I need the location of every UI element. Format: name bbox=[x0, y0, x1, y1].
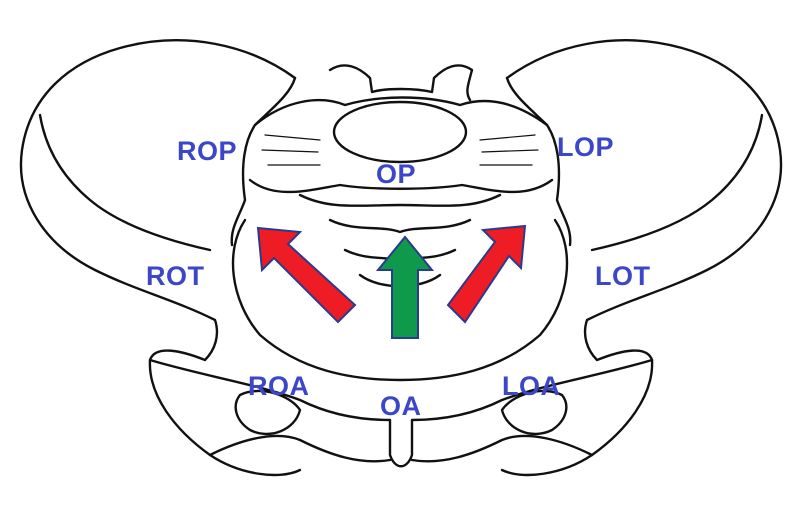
label-lop: LOP bbox=[557, 132, 615, 162]
label-rot: ROT bbox=[146, 261, 205, 291]
left-iliac-wing bbox=[19, 39, 302, 477]
label-oa: OA bbox=[380, 391, 422, 421]
label-rop: ROP bbox=[177, 136, 238, 166]
label-loa: LOA bbox=[502, 371, 561, 401]
center-anterior-arrow bbox=[375, 235, 435, 339]
pelvic-inlet bbox=[231, 218, 569, 382]
sacrum bbox=[328, 64, 474, 102]
label-lot: LOT bbox=[595, 261, 651, 291]
label-op: OP bbox=[376, 159, 417, 189]
left-rotation-arrow bbox=[256, 226, 357, 324]
right-rotation-arrow bbox=[446, 224, 527, 324]
right-iliac-wing bbox=[500, 39, 783, 477]
label-roa: ROA bbox=[248, 371, 310, 401]
